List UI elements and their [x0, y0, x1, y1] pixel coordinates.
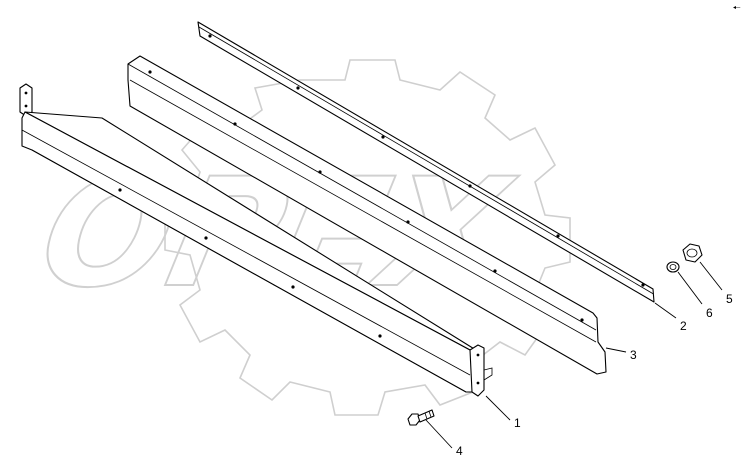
part-5-nut [682, 243, 703, 263]
part-6-washer [666, 261, 680, 273]
callout-1: 1 [514, 416, 521, 430]
leader-4 [425, 419, 453, 449]
leader-3 [605, 347, 627, 353]
callout-5: 5 [726, 292, 733, 306]
leader-1 [485, 395, 511, 421]
callout-6: 6 [706, 306, 713, 320]
leader-lines [425, 261, 723, 449]
opex-watermark: OPEX [26, 59, 571, 416]
callout-4: 4 [456, 444, 463, 458]
part-2-strip [197, 21, 655, 303]
callout-labels: 1 2 3 4 5 6 [456, 292, 733, 458]
leader-5 [699, 261, 723, 291]
leader-6 [677, 271, 703, 305]
part-1-beam [19, 83, 493, 397]
callout-2: 2 [680, 319, 687, 333]
part-4-bolt [407, 409, 435, 426]
leader-2 [654, 302, 677, 319]
callout-3: 3 [630, 348, 637, 362]
part-3-plate [127, 55, 607, 375]
corner-mark: ◂─ [733, 5, 741, 11]
